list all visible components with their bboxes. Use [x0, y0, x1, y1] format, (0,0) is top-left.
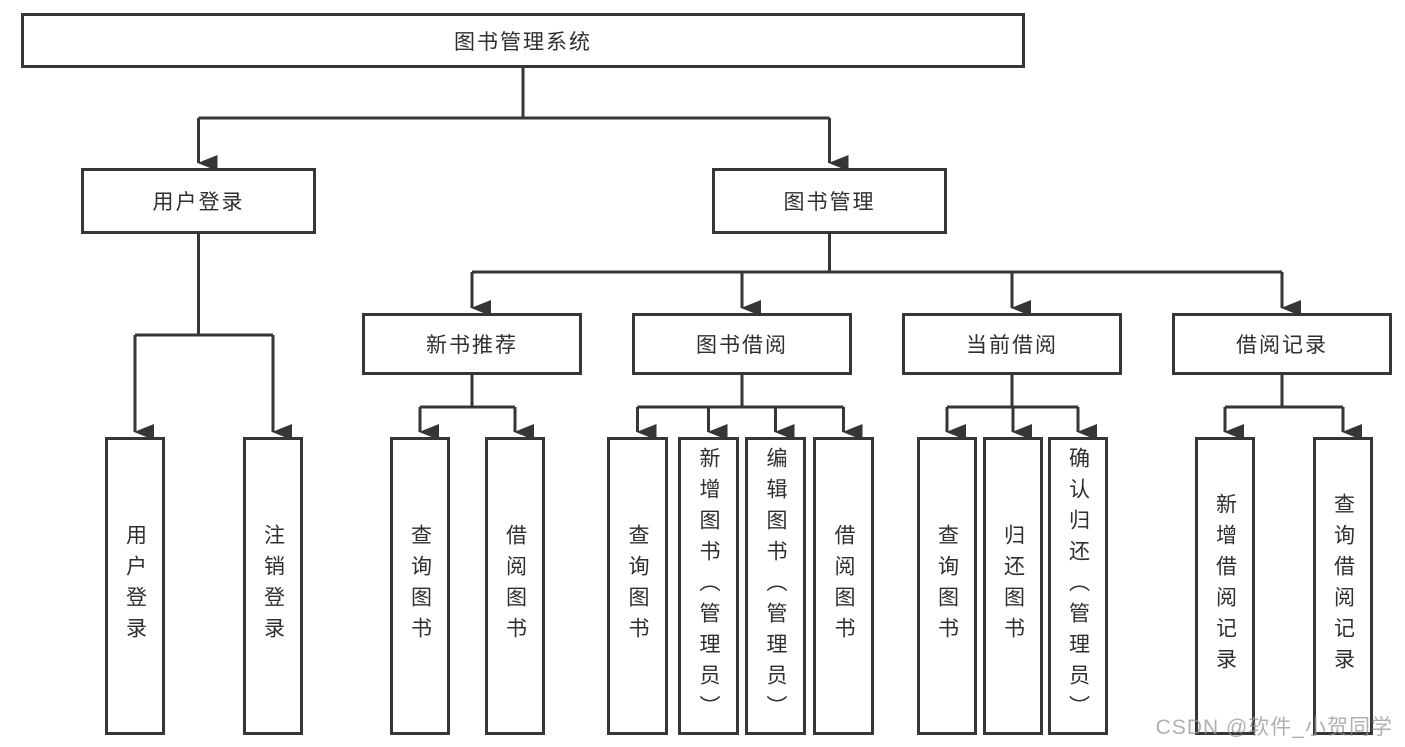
node-label: 用户登录	[152, 191, 245, 214]
leaf-add-books-admin: 新增图书（管理员）	[678, 437, 739, 735]
node-label: 查询图书	[408, 524, 432, 648]
watermark-text: CSDN @软件_小贺同学	[1155, 716, 1393, 739]
node-user-login: 用户登录	[81, 168, 316, 234]
leaf-return-books: 归还图书	[983, 437, 1043, 735]
leaf-borrow-books-recommend: 借阅图书	[485, 437, 545, 735]
node-label: 借阅图书	[503, 524, 527, 648]
node-label: 新增借阅记录	[1213, 493, 1237, 679]
node-label: 查询图书	[626, 524, 649, 648]
leaf-query-borrow-record: 查询借阅记录	[1313, 437, 1373, 735]
node-new-book-recommendation: 新书推荐	[362, 313, 582, 375]
node-label: 新增图书（管理员）	[697, 446, 720, 726]
node-label: 借阅图书	[832, 524, 855, 648]
node-label: 图书管理	[783, 191, 876, 214]
leaf-confirm-return-admin: 确认归还（管理员）	[1048, 437, 1108, 735]
node-current-borrowing: 当前借阅	[902, 313, 1122, 375]
node-label: 图书借阅	[696, 334, 788, 357]
node-book-borrowing: 图书借阅	[632, 313, 852, 375]
node-book-management: 图书管理	[712, 168, 947, 234]
leaf-query-books-current: 查询图书	[917, 437, 977, 735]
node-label: 借阅记录	[1236, 334, 1328, 357]
connector-group	[133, 66, 1362, 440]
node-label: 图书管理系统	[454, 30, 592, 54]
leaf-query-books-recommend: 查询图书	[390, 437, 450, 735]
leaf-edit-books-admin: 编辑图书（管理员）	[745, 437, 806, 735]
node-label: 当前借阅	[966, 334, 1058, 357]
leaf-user-login: 用户登录	[105, 437, 165, 735]
leaf-logout: 注销登录	[243, 437, 303, 735]
node-label: 新书推荐	[426, 334, 518, 357]
leaf-borrow-books: 借阅图书	[813, 437, 874, 735]
node-library-system: 图书管理系统	[21, 13, 1025, 68]
node-label: 查询图书	[935, 524, 959, 648]
node-label: 注销登录	[261, 524, 285, 648]
leaf-query-books-borrow: 查询图书	[607, 437, 668, 735]
node-label: 归还图书	[1001, 524, 1025, 648]
node-label: 编辑图书（管理员）	[764, 446, 787, 726]
node-label: 用户登录	[123, 524, 147, 648]
node-borrowing-records: 借阅记录	[1172, 313, 1392, 375]
node-label: 确认归还（管理员）	[1066, 446, 1090, 726]
leaf-add-borrow-record: 新增借阅记录	[1195, 437, 1255, 735]
node-label: 查询借阅记录	[1331, 493, 1355, 679]
